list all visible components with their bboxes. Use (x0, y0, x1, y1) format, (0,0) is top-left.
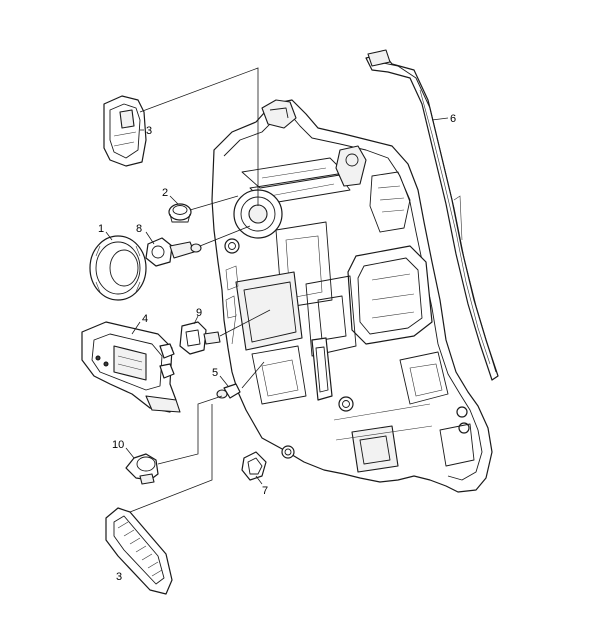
ribbed-cover-part-3-lower (105, 507, 173, 595)
callout-3-upper: 3 (146, 125, 152, 137)
leader-line-5-to-housing (241, 361, 265, 389)
callout-5: 5 (212, 367, 218, 379)
leader-line-10-to-housing (157, 395, 223, 465)
leader-line-8-to-housing (199, 225, 251, 247)
bulb-part-8 (145, 237, 202, 267)
callouts: 1 2 3 3 4 5 6 7 8 9 10 (98, 113, 456, 583)
callout-7: 7 (262, 485, 268, 497)
callout-1: 1 (98, 223, 104, 235)
callout-9: 9 (196, 307, 202, 319)
leader-line-3-upper (139, 67, 259, 206)
socket-bulb-part-9 (179, 321, 221, 355)
callout-8: 8 (136, 223, 142, 235)
cap-part-10 (125, 453, 159, 485)
leader-line-1 (105, 231, 113, 241)
leader-line-5 (219, 375, 229, 387)
leader-line-8 (145, 231, 155, 245)
leader-line-2 (169, 195, 179, 205)
callout-4: 4 (142, 313, 148, 325)
small-bulb-part-5 (216, 383, 241, 399)
cover-part-3-upper (103, 95, 147, 167)
cap-part-2 (168, 203, 192, 223)
callout-3-lower: 3 (116, 571, 122, 583)
callout-2: 2 (162, 187, 168, 199)
callout-6: 6 (450, 113, 456, 125)
dust-cap-part-1 (89, 235, 147, 301)
leader-line-2-to-housing (189, 195, 239, 211)
leader-line-9 (193, 315, 199, 325)
leader-line-4 (131, 321, 141, 335)
headlamp-housing (211, 99, 493, 493)
clip-part-7 (241, 451, 267, 481)
leader-line-10 (125, 447, 135, 459)
seal-strip-part-6 (365, 49, 499, 381)
leader-line-7 (255, 475, 263, 485)
leader-line-3-lower (129, 404, 213, 513)
callout-10: 10 (112, 439, 124, 451)
leader-line-6 (431, 117, 449, 121)
control-module-part-4 (81, 321, 181, 413)
leader-lines (105, 67, 449, 513)
leader-line-9-to-housing (219, 309, 271, 337)
